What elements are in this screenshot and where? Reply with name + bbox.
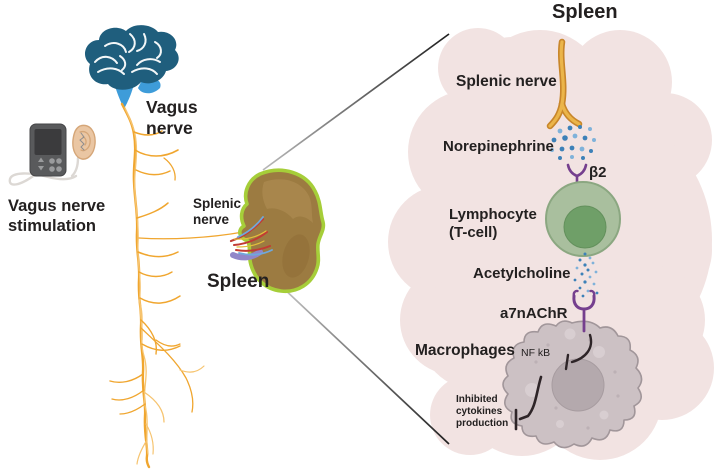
norepinephrine-dots-icon xyxy=(550,125,596,160)
lymphocyte-label: Lymphocyte (T-cell) xyxy=(449,206,537,242)
splenic-nerve-fiber-icon xyxy=(546,38,583,130)
nfkb-label: NF kB xyxy=(521,347,551,359)
macrophage-icon xyxy=(502,320,643,449)
a7nachr-receptor-icon xyxy=(572,289,596,333)
splenic-nerve-left-label: Splenic nerve xyxy=(193,196,242,228)
a7nachr-label: a7nAChR xyxy=(500,305,568,322)
vagus-nerve-stimulation-label: Vagus nerve stimulation xyxy=(8,197,106,236)
stimulator-device-icon xyxy=(8,123,78,186)
vagus-nerve-label: Vagus nerve xyxy=(146,97,198,139)
norepinephrine-label: Norepinephrine xyxy=(443,138,554,155)
inhibition-arrow-nfkb-icon xyxy=(564,333,593,371)
zoom-line-top xyxy=(262,33,450,171)
ear-electrode-icon xyxy=(70,124,96,178)
brain-icon xyxy=(84,25,179,109)
lymphocyte-icon xyxy=(545,181,621,257)
beta2-label: β2 xyxy=(589,164,607,181)
acetylcholine-label: Acetylcholine xyxy=(473,265,571,282)
spleen-icon xyxy=(229,168,326,294)
macrophages-label: Macrophages xyxy=(415,342,515,359)
inhibition-arrow-cytokines-icon xyxy=(514,375,543,431)
splenic-hilum-vessels-icon xyxy=(229,216,273,261)
zoom-line-bottom xyxy=(280,285,450,445)
splenic-nerve-right-label: Splenic nerve xyxy=(456,73,557,90)
spleen-left-label: Spleen xyxy=(207,271,270,292)
right-panel-title: Spleen xyxy=(552,1,618,23)
inhibited-cytokines-label: Inhibited cytokines production xyxy=(456,394,509,429)
vagus-nerve-icon xyxy=(109,102,244,469)
acetylcholine-dots-icon xyxy=(573,252,599,298)
